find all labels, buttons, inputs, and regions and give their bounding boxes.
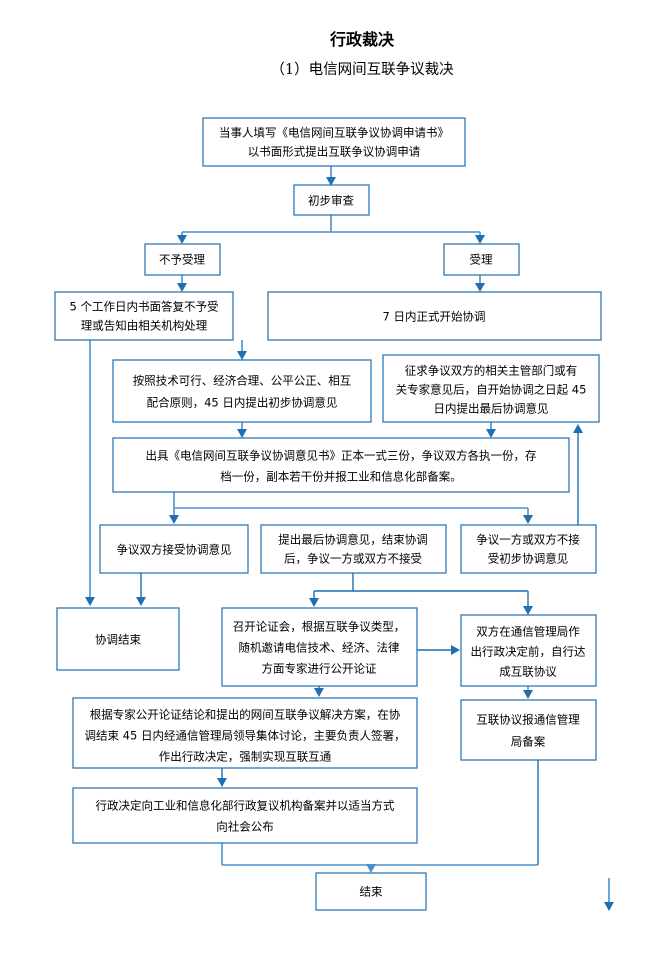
node-n14-line-1: 随机邀请电信技术、经济、法律 — [239, 641, 400, 655]
node-n3-line-0: 不予受理 — [159, 253, 205, 267]
node-n13-rect[interactable] — [56, 607, 180, 671]
node-n8-rect[interactable] — [382, 354, 600, 423]
node-n11-rect[interactable] — [260, 524, 447, 574]
node-n17[interactable]: 互联协议报通信管理 局备案 — [460, 699, 597, 761]
arrowhead-n7-n9 — [237, 429, 247, 438]
node-n15-line-1: 出行政决定前，自行达 — [471, 645, 586, 659]
node-n9[interactable]: 出具《电信网间互联争议协调意见书》正本一式三份，争议双方各执一份，存 档一份，副… — [112, 437, 570, 493]
node-n9-rect[interactable] — [112, 437, 570, 493]
node-n16-line-1: 调结束 45 日内经通信管理局领导集体讨论，主要负责人签署， — [85, 729, 406, 743]
node-n13-line-0: 协调结束 — [95, 633, 141, 647]
node-n18-line-0: 行政决定向工业和信息化部行政复议机构备案并以适当方式 — [96, 799, 395, 813]
arrowhead-n11-n14 — [309, 598, 319, 607]
connector-layer — [85, 166, 614, 911]
arrowhead-n14-n15 — [451, 645, 460, 655]
node-n18[interactable]: 行政决定向工业和信息化部行政复议机构备案并以适当方式 向社会公布 — [72, 787, 418, 844]
arrowhead-n8-n9 — [486, 429, 496, 438]
arrowhead-n15-n17 — [523, 690, 533, 699]
node-n8[interactable]: 征求争议双方的相关主管部门或有 关专家意见后，自开始协调之日起 45 日内提出最… — [382, 354, 600, 423]
node-n12-line-1: 受初步协调意见 — [488, 552, 569, 566]
arrowhead-standalone-down — [604, 902, 614, 911]
arrowhead-n12-n8 — [573, 424, 583, 433]
node-n5-rect[interactable] — [54, 291, 234, 341]
arrowhead-n4-n6 — [475, 283, 485, 292]
node-n16-line-0: 根据专家公开论证结论和提出的网间互联争议解决方案，在协 — [90, 708, 401, 722]
node-n8-line-1: 关专家意见后，自开始协调之日起 45 — [396, 383, 587, 397]
node-n4-line-0: 受理 — [470, 253, 493, 267]
arrowhead-n9-n12 — [523, 515, 533, 524]
arrowhead-bus-n19 — [366, 864, 376, 873]
node-n2-line-0: 初步审查 — [308, 194, 354, 208]
arrowhead-n6-n7 — [237, 351, 247, 360]
node-n1[interactable]: 当事人填写《电信网间互联争议协调申请书》 以书面形式提出互联争议协调申请 — [202, 117, 466, 167]
node-n9-line-0: 出具《电信网间互联争议协调意见书》正本一式三份，争议双方各执一份，存 — [146, 449, 537, 463]
node-n10-line-0: 争议双方接受协调意见 — [117, 543, 232, 557]
page-title: 行政裁决 — [329, 30, 395, 49]
node-n7-rect[interactable] — [112, 359, 372, 423]
node-n11-line-0: 提出最后协调意见，结束协调 — [278, 533, 428, 547]
node-n5[interactable]: 5 个工作日内书面答复不予受 理或告知由相关机构处理 — [54, 291, 234, 341]
node-n16-rect[interactable] — [72, 697, 418, 769]
node-n3-rect[interactable] — [144, 243, 221, 276]
arrowhead-n10-n13 — [136, 597, 146, 606]
arrowhead-n14-n16 — [314, 688, 324, 697]
arrowhead-n2-n3 — [177, 235, 187, 244]
node-n2[interactable]: 初步审查 — [293, 184, 370, 216]
node-n6-rect[interactable] — [267, 291, 602, 341]
node-n18-line-1: 向社会公布 — [216, 820, 274, 834]
node-n4[interactable]: 受理 — [443, 243, 520, 276]
node-n4-rect[interactable] — [443, 243, 520, 276]
node-n6-line-0: 7 日内正式开始协调 — [383, 310, 486, 324]
arrowhead-n3-n5 — [177, 283, 187, 292]
node-n11-line-1: 后，争议一方或双方不接受 — [284, 552, 422, 566]
node-n5-line-1: 理或告知由相关机构处理 — [81, 319, 208, 333]
node-n14-line-0: 召开论证会，根据互联争议类型， — [233, 620, 406, 634]
node-n15[interactable]: 双方在通信管理局作 出行政决定前，自行达 成互联协议 — [460, 614, 597, 687]
node-n1-line-1: 以书面形式提出互联争议协调申请 — [248, 145, 421, 159]
node-n7-line-1: 配合原则，45 日内提出初步协调意见 — [147, 396, 338, 410]
node-n2-rect[interactable] — [293, 184, 370, 216]
node-n12-line-0: 争议一方或双方不接 — [476, 533, 580, 547]
node-n19-line-0: 结束 — [360, 885, 383, 899]
node-n11[interactable]: 提出最后协调意见，结束协调 后，争议一方或双方不接受 — [260, 524, 447, 574]
node-n17-line-1: 局备案 — [511, 735, 546, 749]
node-n14-line-2: 方面专家进行公开论证 — [262, 662, 377, 676]
node-n16-line-2: 作出行政决定，强制实现互联互通 — [159, 750, 332, 764]
node-n12-rect[interactable] — [460, 524, 597, 574]
node-n10-rect[interactable] — [99, 524, 249, 574]
arrowhead-n9-n10 — [169, 515, 179, 524]
node-n10[interactable]: 争议双方接受协调意见 — [99, 524, 249, 574]
node-n15-line-2: 成互联协议 — [499, 665, 557, 679]
node-n1-rect[interactable] — [202, 117, 466, 167]
node-n14[interactable]: 召开论证会，根据互联争议类型， 随机邀请电信技术、经济、法律 方面专家进行公开论… — [221, 607, 418, 687]
node-n13[interactable]: 协调结束 — [56, 607, 180, 671]
node-n14-rect[interactable] — [221, 607, 418, 687]
node-n1-line-0: 当事人填写《电信网间互联争议协调申请书》 — [219, 126, 449, 140]
node-n15-rect[interactable] — [460, 614, 597, 687]
arrowhead-n1-n2 — [326, 177, 336, 186]
node-n19[interactable]: 结束 — [315, 872, 427, 911]
node-n5-line-0: 5 个工作日内书面答复不予受 — [70, 300, 219, 314]
node-n12[interactable]: 争议一方或双方不接 受初步协调意见 — [460, 524, 597, 574]
node-n6[interactable]: 7 日内正式开始协调 — [267, 291, 602, 341]
arrowhead-n5-n13 — [85, 597, 95, 606]
arrowhead-n2-n4 — [475, 235, 485, 244]
node-n7-line-0: 按照技术可行、经济合理、公平公正、相互 — [133, 374, 352, 388]
node-n15-line-0: 双方在通信管理局作 — [476, 625, 580, 639]
arrowhead-n16-n18 — [217, 778, 227, 787]
arrowhead-n11-n15 — [523, 606, 533, 615]
node-n17-rect[interactable] — [460, 699, 597, 761]
node-n8-line-0: 征求争议双方的相关主管部门或有 — [405, 364, 578, 378]
node-n7[interactable]: 按照技术可行、经济合理、公平公正、相互 配合原则，45 日内提出初步协调意见 — [112, 359, 372, 423]
node-n16[interactable]: 根据专家公开论证结论和提出的网间互联争议解决方案，在协 调结束 45 日内经通信… — [72, 697, 418, 769]
node-n8-line-2: 日内提出最后协调意见 — [434, 402, 549, 416]
node-n3[interactable]: 不予受理 — [144, 243, 221, 276]
node-n17-line-0: 互联协议报通信管理 — [476, 713, 580, 727]
node-n9-line-1: 档一份，副本若干份并报工业和信息化部备案。 — [220, 470, 462, 484]
node-n19-rect[interactable] — [315, 872, 427, 911]
node-n18-rect[interactable] — [72, 787, 418, 844]
page-subtitle: （1）电信网间互联争议裁决 — [270, 60, 454, 78]
